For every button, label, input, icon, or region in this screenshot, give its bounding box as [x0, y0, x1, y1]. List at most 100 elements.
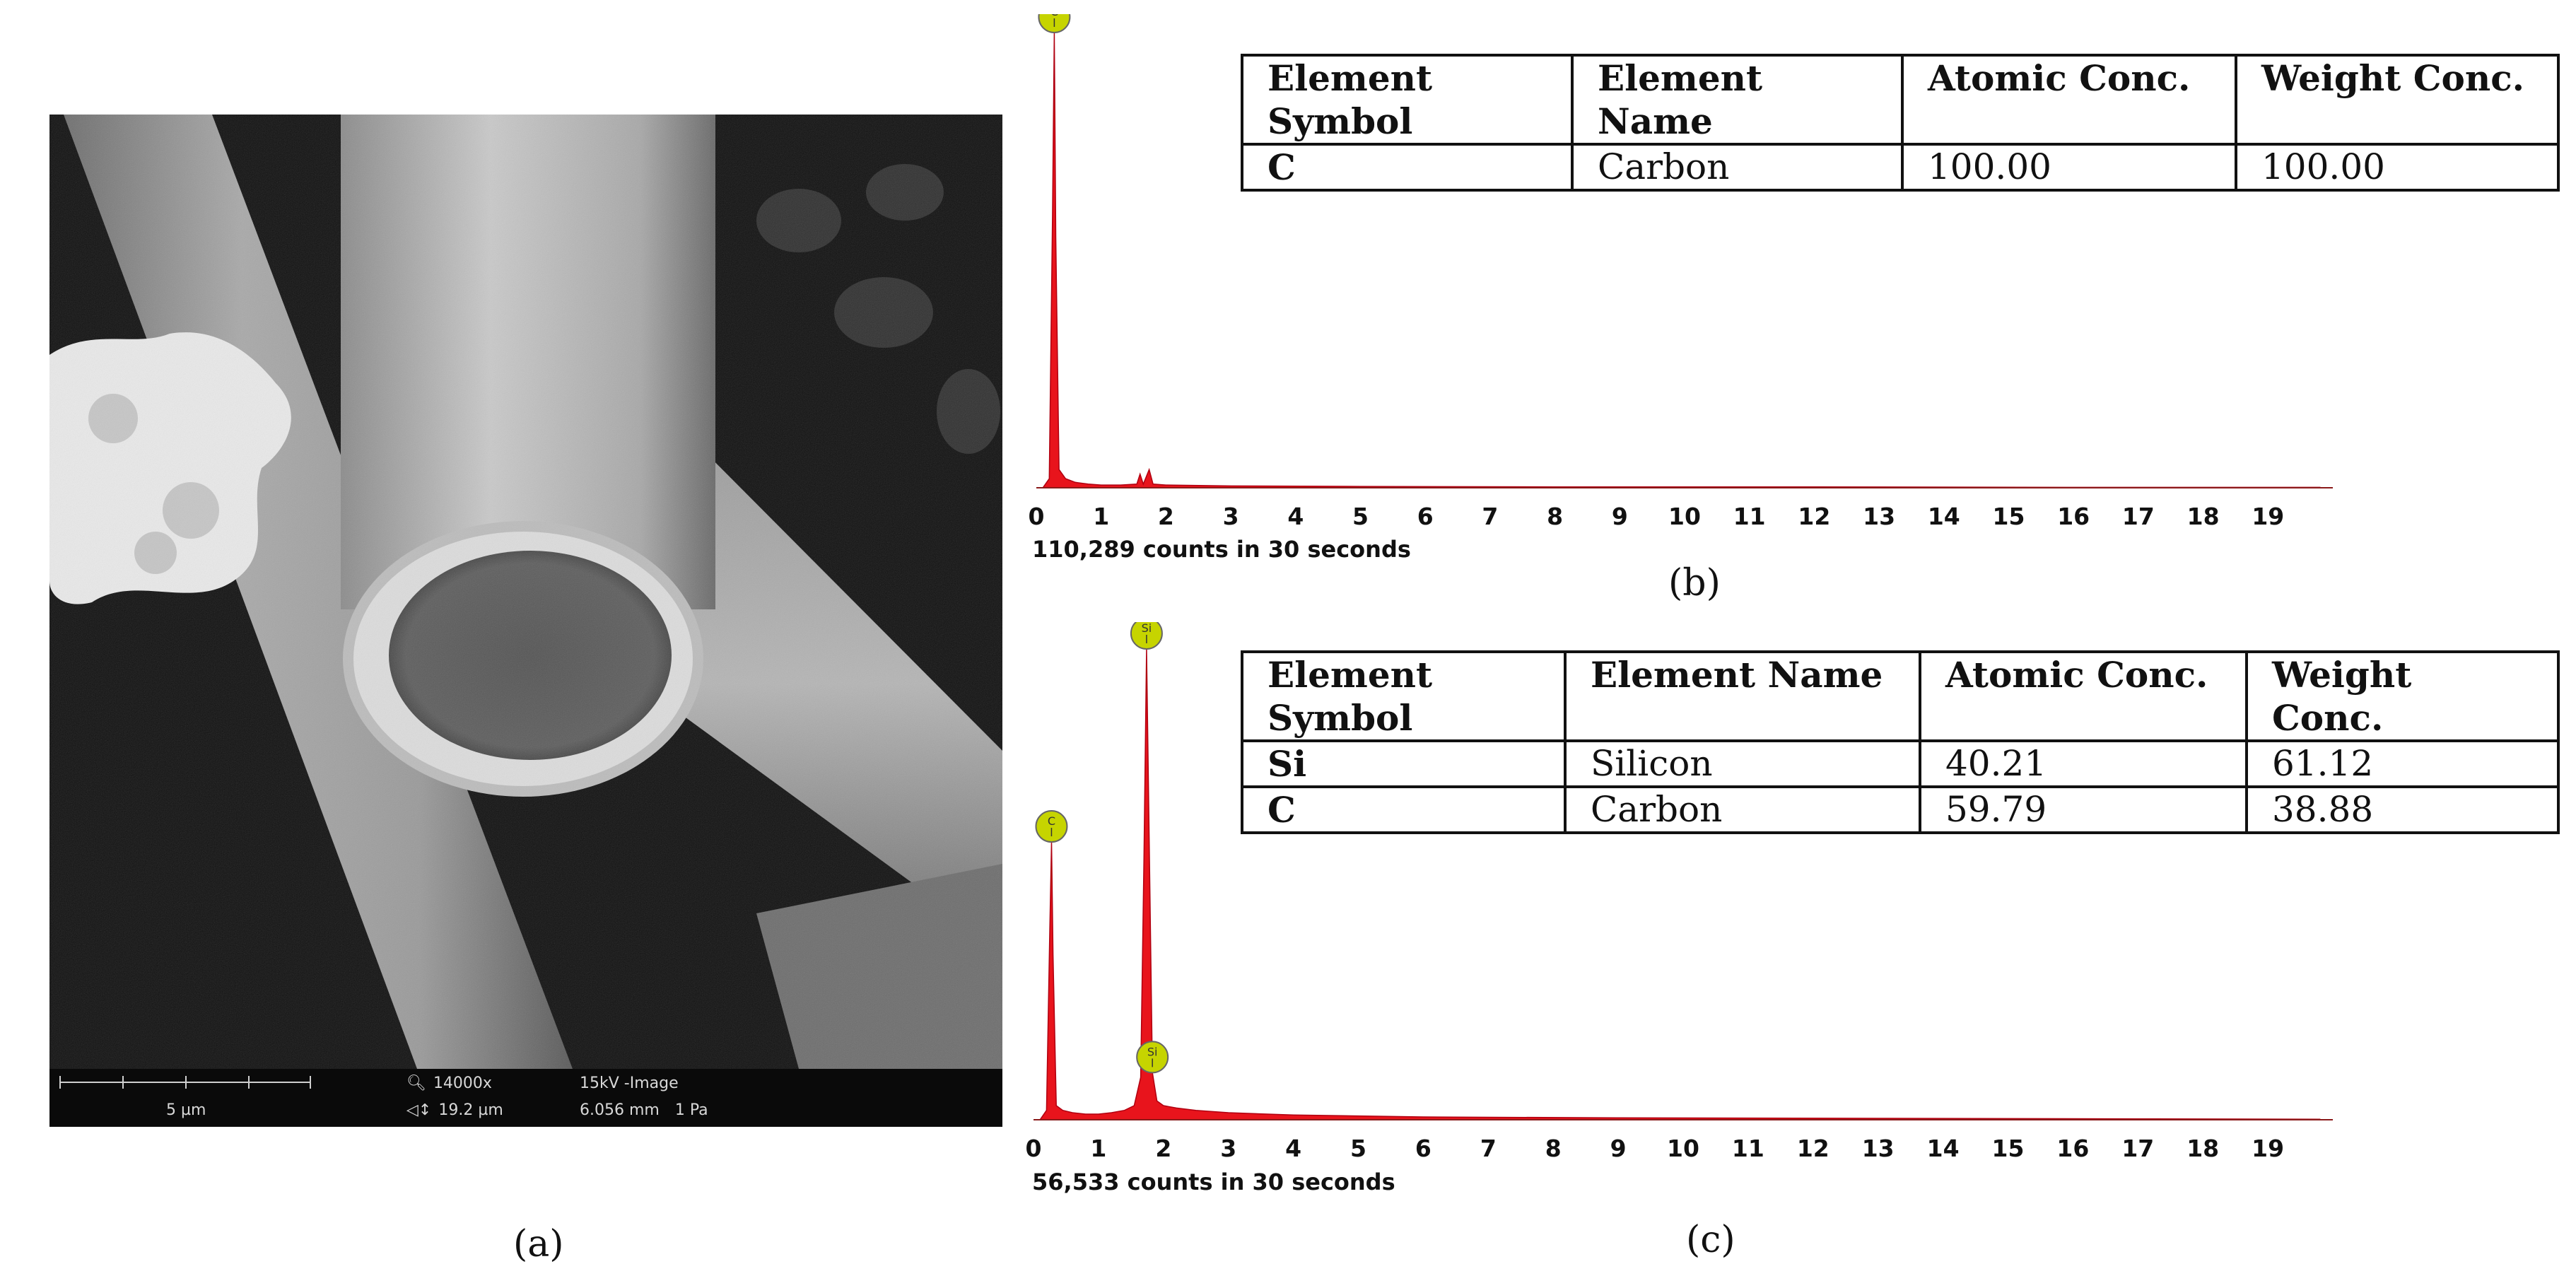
x-tick-label: 2	[1155, 1135, 1171, 1162]
counts-label: 56,533 counts in 30 seconds	[1032, 1169, 1395, 1195]
peak-label: C	[1050, 14, 1058, 18]
scale-tick	[185, 1076, 187, 1089]
peak-label: C	[1048, 814, 1055, 828]
col-header-atomic: Atomic Conc.	[1919, 650, 2248, 742]
panel-label-a: (a)	[513, 1223, 564, 1265]
cell-atomic: 100.00	[1901, 143, 2237, 192]
cell-name: Silicon	[1564, 739, 1921, 788]
x-tick-label: 3	[1220, 1135, 1236, 1162]
spectrum-area	[1039, 648, 2321, 1120]
x-tick-label: 0	[1029, 503, 1045, 530]
magnification-value: 14000x	[433, 1075, 492, 1092]
panel-label-c: (c)	[1686, 1219, 1735, 1261]
cell-weight: 38.88	[2245, 785, 2560, 834]
peak-label: Si	[1142, 622, 1152, 635]
spectrum-area	[1042, 32, 2321, 488]
x-tick-label: 17	[2121, 1135, 2154, 1162]
x-tick-label: 8	[1545, 1135, 1562, 1162]
x-tick-label: 17	[2122, 503, 2155, 530]
col-header-name: Element Name	[1571, 54, 1904, 146]
x-tick-label: 5	[1352, 503, 1369, 530]
x-tick-label: 11	[1732, 1135, 1764, 1162]
scale-tick	[248, 1076, 250, 1089]
col-header-weight: Weight Conc.	[2245, 650, 2560, 742]
x-tick-label: 4	[1285, 1135, 1301, 1162]
x-tick-label: 19	[2252, 1135, 2284, 1162]
working-distance: 6.056 mm 1 Pa	[580, 1101, 708, 1119]
scale-tick	[122, 1076, 124, 1089]
x-tick-label: 10	[1668, 503, 1701, 530]
beam-settings: 15kV -Image	[580, 1075, 679, 1092]
x-tick-label: 13	[1863, 503, 1895, 530]
x-tick-label: 15	[1993, 503, 2025, 530]
x-tick-label: 1	[1093, 503, 1109, 530]
cell-weight: 100.00	[2235, 143, 2560, 192]
col-header-name: Element Name	[1564, 650, 1921, 742]
x-tick-label: 18	[2186, 1135, 2219, 1162]
x-tick-label: 12	[1797, 1135, 1829, 1162]
table-row: Si Silicon 40.21 61.12	[1241, 739, 2560, 788]
x-tick-label: 1	[1090, 1135, 1106, 1162]
scale-label: 5 µm	[166, 1101, 206, 1119]
x-tick-label: 9	[1612, 503, 1628, 530]
scale-tick	[310, 1076, 311, 1089]
x-tick-label: 7	[1480, 1135, 1497, 1162]
table-header-row: Element Symbol Element Name Atomic Conc.…	[1241, 54, 2560, 146]
x-tick-label: 7	[1482, 503, 1498, 530]
cell-name: Carbon	[1571, 143, 1904, 192]
peak-label: Si	[1147, 1045, 1158, 1058]
cell-atomic: 59.79	[1919, 785, 2248, 834]
composition-table-c: Element Symbol Element Name Atomic Conc.…	[1241, 650, 2560, 834]
cell-symbol: C	[1241, 785, 1567, 834]
magnification: 🔍︎ 14000x	[406, 1075, 492, 1092]
x-tick-label: 9	[1610, 1135, 1627, 1162]
x-tick-label: 3	[1223, 503, 1239, 530]
width-arrows-icon: ◁↕	[406, 1101, 432, 1119]
cell-atomic: 40.21	[1919, 739, 2248, 788]
col-header-atomic: Atomic Conc.	[1901, 54, 2237, 146]
x-tick-label: 11	[1733, 503, 1766, 530]
x-tick-label: 2	[1158, 503, 1174, 530]
sem-image	[49, 115, 1002, 1127]
x-tick-label: 18	[2187, 503, 2220, 530]
cell-symbol: Si	[1241, 739, 1567, 788]
x-tick-label: 15	[1992, 1135, 2025, 1162]
x-tick-label: 12	[1798, 503, 1830, 530]
x-tick-label: 10	[1667, 1135, 1699, 1162]
wd-value: 6.056 mm	[580, 1101, 660, 1119]
hfw-value: 19.2 µm	[438, 1101, 503, 1119]
horizontal-field-width: ◁↕ 19.2 µm	[406, 1101, 503, 1119]
magnifier-icon: 🔍︎	[406, 1075, 426, 1092]
composition-table-b: Element Symbol Element Name Atomic Conc.…	[1241, 54, 2560, 192]
table-row: C Carbon 100.00 100.00	[1241, 143, 2560, 192]
table-header-row: Element Symbol Element Name Atomic Conc.…	[1241, 650, 2560, 742]
x-tick-label: 16	[2057, 503, 2090, 530]
cell-symbol: C	[1241, 143, 1574, 192]
x-tick-label: 16	[2056, 1135, 2089, 1162]
x-tick-label: 14	[1928, 503, 1960, 530]
peak-marker	[1035, 810, 1068, 843]
cell-name: Carbon	[1564, 785, 1921, 834]
peak-marker	[1136, 1041, 1169, 1074]
table-row: C Carbon 59.79 38.88	[1241, 785, 2560, 834]
col-header-symbol: Element Symbol	[1241, 54, 1574, 146]
panel-label-b: (b)	[1668, 562, 1721, 604]
x-tick-label: 14	[1927, 1135, 1960, 1162]
pressure-value: 1 Pa	[674, 1101, 708, 1119]
x-tick-label: 8	[1547, 503, 1563, 530]
col-header-weight: Weight Conc.	[2235, 54, 2560, 146]
x-tick-label: 5	[1350, 1135, 1366, 1162]
counts-label: 110,289 counts in 30 seconds	[1032, 536, 1411, 563]
scale-tick	[59, 1076, 61, 1089]
x-tick-label: 6	[1417, 503, 1434, 530]
x-tick-label: 4	[1287, 503, 1304, 530]
x-tick-label: 19	[2252, 503, 2284, 530]
x-tick-label: 0	[1026, 1135, 1042, 1162]
x-tick-label: 13	[1862, 1135, 1895, 1162]
sem-databar: 5 µm 🔍︎ 14000x ◁↕ 19.2 µm 15kV -Image 6.05…	[49, 1069, 1002, 1127]
cell-weight: 61.12	[2245, 739, 2560, 788]
